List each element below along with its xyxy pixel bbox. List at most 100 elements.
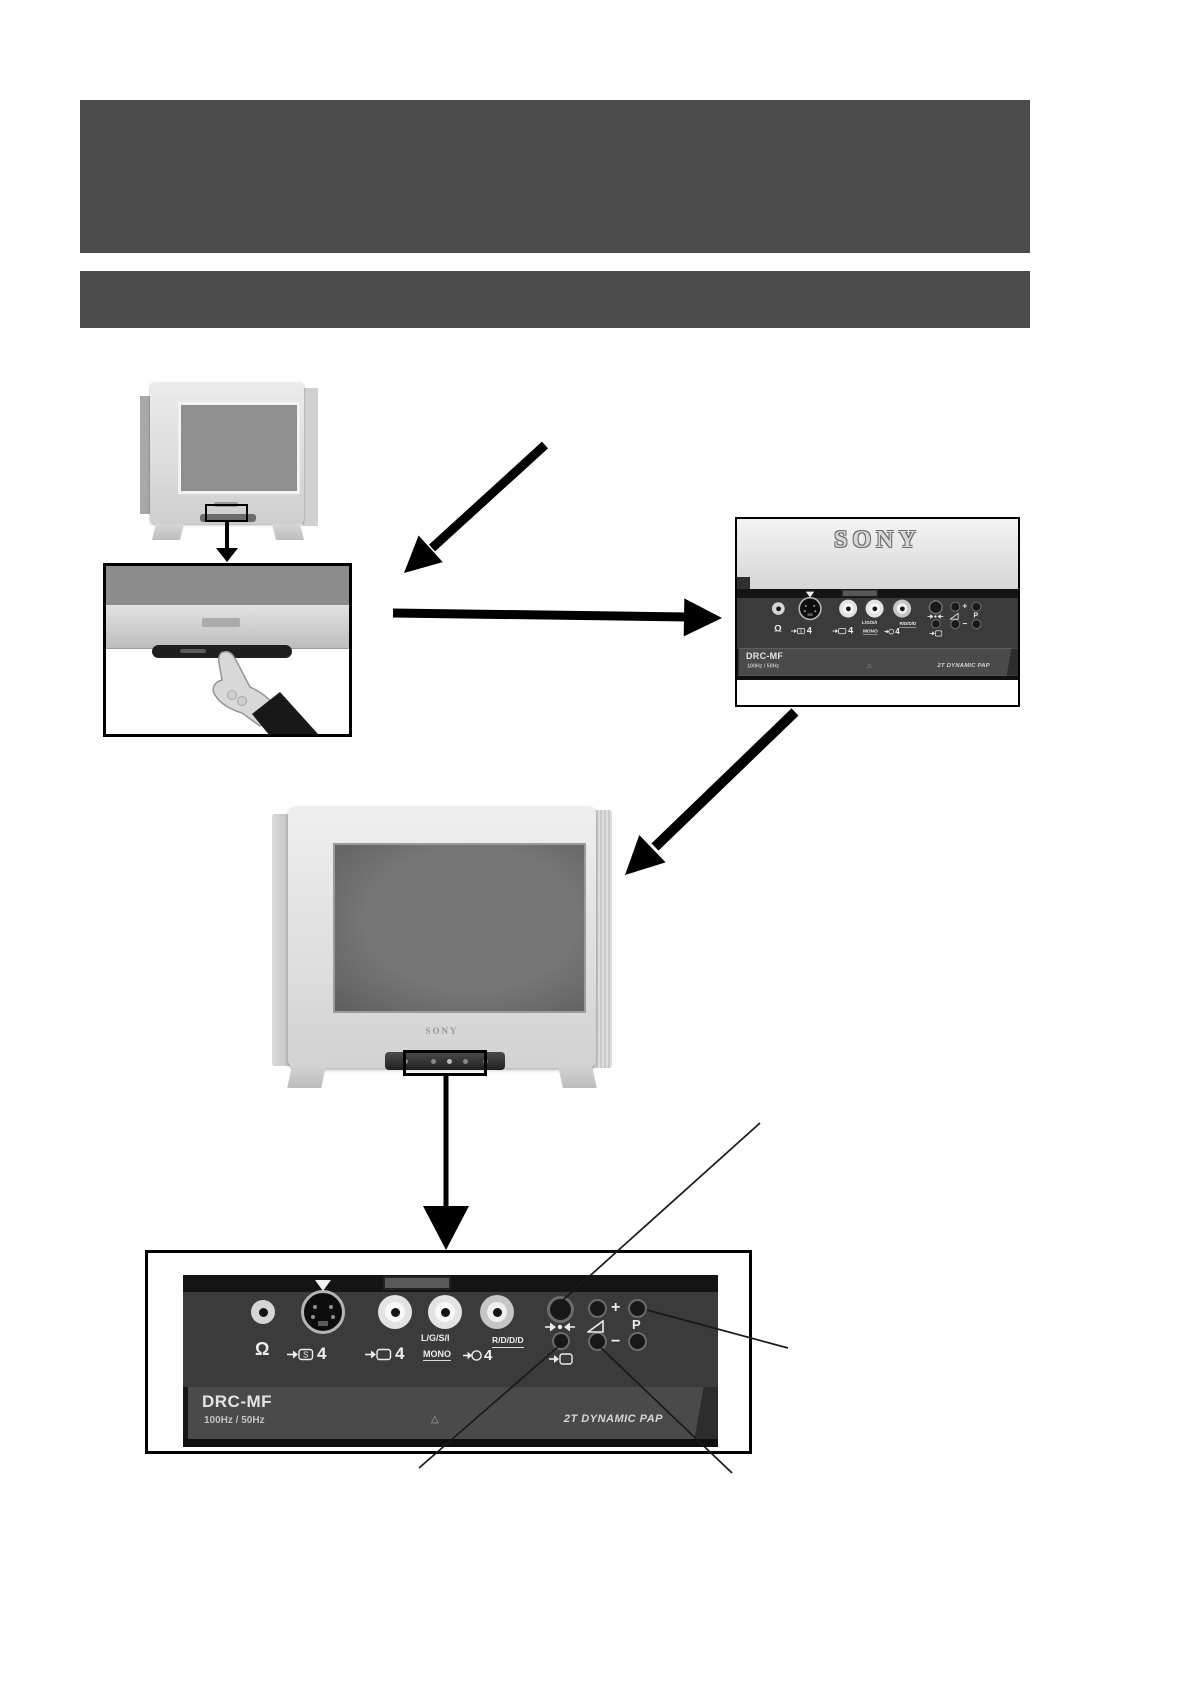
audio-left-hole — [440, 1307, 450, 1317]
volume-minus-label: − — [611, 1333, 621, 1350]
svideo-pin — [311, 1315, 315, 1319]
audio-right-hole — [899, 606, 905, 611]
diagonal-arrow-2-head — [625, 835, 666, 875]
small-tv-body — [150, 382, 304, 524]
closeup-logo-blur — [202, 618, 240, 627]
strip-right-shadow — [1001, 648, 1018, 676]
diagonal-arrow-1-shaft — [428, 441, 549, 552]
audio-number: 4 — [484, 1347, 493, 1364]
large-tv-right-foot — [557, 1062, 597, 1088]
strip-left-edge — [737, 648, 739, 676]
svideo-pin — [803, 610, 806, 613]
svideo-pin — [813, 604, 816, 607]
closeup-flap-door — [152, 645, 292, 658]
large-tv-body: SONY — [288, 806, 596, 1070]
open-flap-photo-box: SONY Ω — [735, 517, 1020, 707]
strip-left-edge — [183, 1387, 188, 1439]
hand-knuckle — [227, 690, 237, 700]
panel-callout-arrow-head — [423, 1206, 469, 1250]
headphone-jack-hole — [775, 606, 781, 611]
feature-label: 2T DYNAMIC PAP — [937, 662, 990, 669]
horizontal-arrow-head — [683, 598, 722, 637]
svideo-slot — [318, 1321, 328, 1326]
video-label: 4 — [832, 626, 853, 637]
program-down-button — [628, 1332, 647, 1351]
panel-name-strip: DRC-MF 100Hz / 50Hz △ 2T DYNAMIC PAP — [737, 648, 1018, 676]
panel-jack-area: Ω S 4 — [737, 596, 1018, 649]
model-name: DRC-MF — [746, 650, 784, 661]
closeup-screen-bottom — [106, 566, 349, 605]
audio-right-label: R/D/D/D — [492, 1336, 524, 1348]
panel-photo-mini: Ω S 4 — [737, 589, 1018, 680]
sony-logo: SONY — [834, 527, 921, 553]
input-select-icon — [545, 1322, 575, 1332]
video-input-icon — [365, 1348, 392, 1360]
audio-left-label-line2: MONO — [423, 1349, 451, 1361]
large-tv-photo: SONY — [272, 806, 612, 1090]
horizontal-arrow-shaft — [392, 608, 689, 622]
svideo-input-icon: S — [287, 1348, 314, 1360]
svideo-jack — [301, 1290, 345, 1334]
eject-icon: △ — [431, 1414, 439, 1425]
svideo-jack — [798, 596, 822, 621]
video-label: 4 — [365, 1344, 404, 1364]
volume-down-button — [950, 619, 961, 630]
audio-left-label-line1: L/G/S/I — [861, 619, 877, 625]
input-icon — [929, 630, 943, 637]
video-jack — [378, 1295, 412, 1329]
audio-label: 4 — [463, 1347, 492, 1364]
svideo-letter: S — [303, 1350, 308, 1359]
volume-plus-label: + — [611, 1299, 621, 1316]
flap-hinge-notch — [841, 589, 878, 597]
headphone-icon: Ω — [774, 622, 782, 634]
program-up-button — [628, 1299, 647, 1318]
closeup-tv-chin — [106, 605, 349, 649]
video-jack — [839, 599, 858, 618]
svideo-pin — [329, 1305, 333, 1309]
svideo-pin — [814, 610, 817, 613]
audio-input-icon — [463, 1350, 482, 1361]
input-button — [931, 619, 941, 629]
volume-plus-label: + — [962, 601, 968, 611]
title-banner — [80, 100, 1030, 253]
audio-left-label-line1: L/G/S/I — [421, 1333, 450, 1343]
flap-connector-dot — [431, 1059, 436, 1064]
volume-up-button — [950, 601, 961, 612]
audio-right-jack — [893, 599, 912, 618]
svideo-number: 4 — [806, 625, 812, 636]
program-up-button — [971, 601, 982, 612]
audio-right-hole — [492, 1307, 502, 1317]
video-input-icon — [832, 627, 847, 634]
feature-label: 2T DYNAMIC PAP — [563, 1413, 663, 1425]
audio-left-label-line2: MONO — [862, 628, 878, 635]
audio-right-label: R/D/D/D — [899, 620, 917, 628]
headphone-jack — [771, 602, 785, 615]
hand-knuckle — [237, 696, 247, 706]
flap-press-closeup — [103, 563, 352, 737]
small-tv-left-foot — [152, 524, 184, 540]
program-down-button — [971, 619, 982, 630]
sleeve — [252, 692, 318, 734]
large-tv-left-foot — [287, 1062, 327, 1088]
input-select-icon — [927, 614, 944, 619]
white-triangle-marker — [805, 591, 815, 598]
pointing-hand — [212, 650, 318, 734]
panel-jack-area: Ω S 4 — [183, 1290, 718, 1387]
volume-minus-label: − — [962, 619, 968, 629]
program-label: P — [632, 1317, 641, 1332]
panel-name-strip: DRC-MF 100Hz / 50Hz △ 2T DYNAMIC PAP — [183, 1387, 718, 1439]
svideo-pin — [313, 1305, 317, 1309]
small-tv-screen — [178, 402, 300, 494]
video-jack-hole — [390, 1307, 400, 1317]
svideo-label: S 4 — [791, 626, 812, 637]
audio-label: 4 — [884, 627, 900, 636]
panel-top-edge — [737, 589, 1018, 598]
closeup-flap-glint — [180, 649, 206, 653]
video-jack-hole — [845, 606, 851, 611]
svideo-pin — [331, 1315, 335, 1319]
frequency-label: 100Hz / 50Hz — [747, 663, 780, 669]
panel-bottom-edge — [737, 675, 1018, 680]
audio-left-jack — [428, 1295, 462, 1329]
subtitle-banner — [80, 271, 1030, 328]
